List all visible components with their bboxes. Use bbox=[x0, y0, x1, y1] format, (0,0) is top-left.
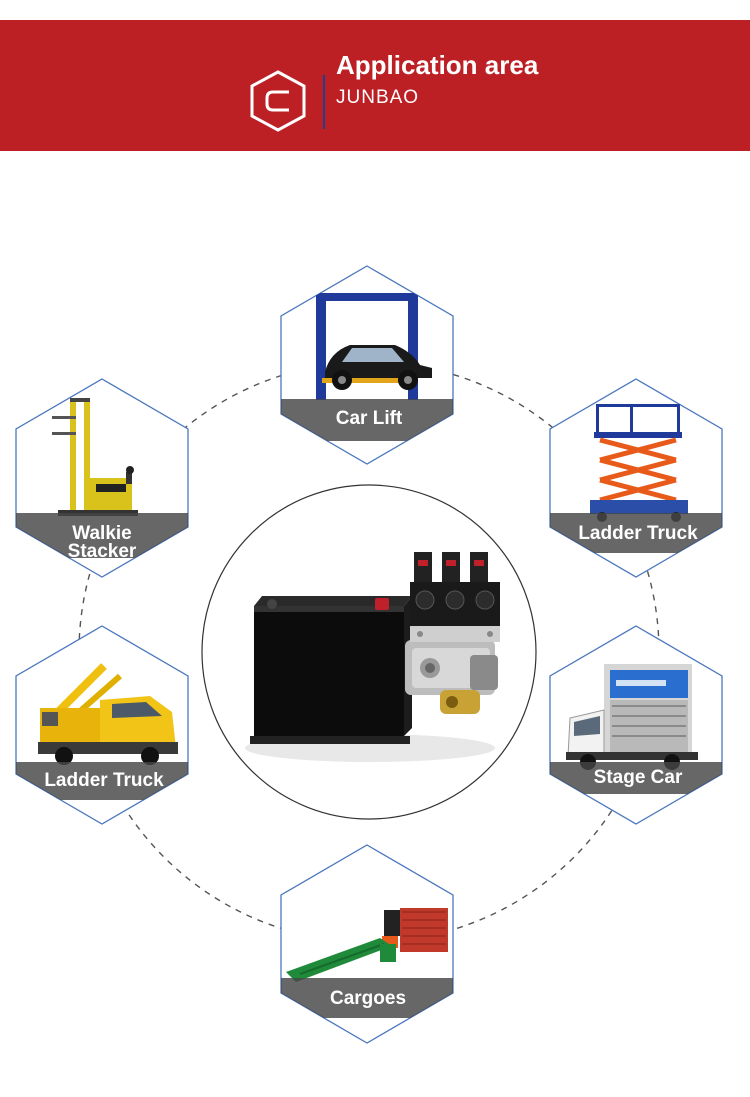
application-hex-ladder-truck-scissor[interactable] bbox=[549, 378, 723, 578]
label-ladder-truck-boom: Ladder Truck bbox=[44, 770, 164, 791]
hexagon-c-logo-icon bbox=[250, 70, 306, 132]
application-hex-stage-car[interactable] bbox=[549, 625, 723, 825]
label-walkie-line-1: Walkie bbox=[72, 523, 132, 544]
boom-truck-image bbox=[16, 663, 188, 800]
header-brand: JUNBAO bbox=[336, 87, 420, 108]
header-banner bbox=[0, 20, 750, 151]
header-title: Application area bbox=[336, 50, 539, 80]
logo-divider bbox=[323, 75, 325, 129]
label-stage-car: Stage Car bbox=[593, 767, 683, 788]
label-car-lift: Car Lift bbox=[335, 408, 403, 429]
application-hex-walkie-stacker[interactable] bbox=[15, 378, 189, 578]
label-walkie-line-2: Stacker bbox=[67, 541, 137, 562]
label-ladder-truck-scissor: Ladder Truck bbox=[578, 523, 698, 544]
label-walkie-stacker: Walkie Stacker bbox=[22, 523, 182, 562]
application-hex-car-lift[interactable] bbox=[280, 265, 454, 465]
application-hex-cargoes[interactable] bbox=[280, 844, 454, 1044]
hydraulic-power-unit-image bbox=[245, 552, 500, 762]
stage-car-image bbox=[550, 664, 722, 794]
application-hex-ladder-truck-boom[interactable] bbox=[15, 625, 189, 825]
label-cargoes: Cargoes bbox=[329, 988, 407, 1009]
